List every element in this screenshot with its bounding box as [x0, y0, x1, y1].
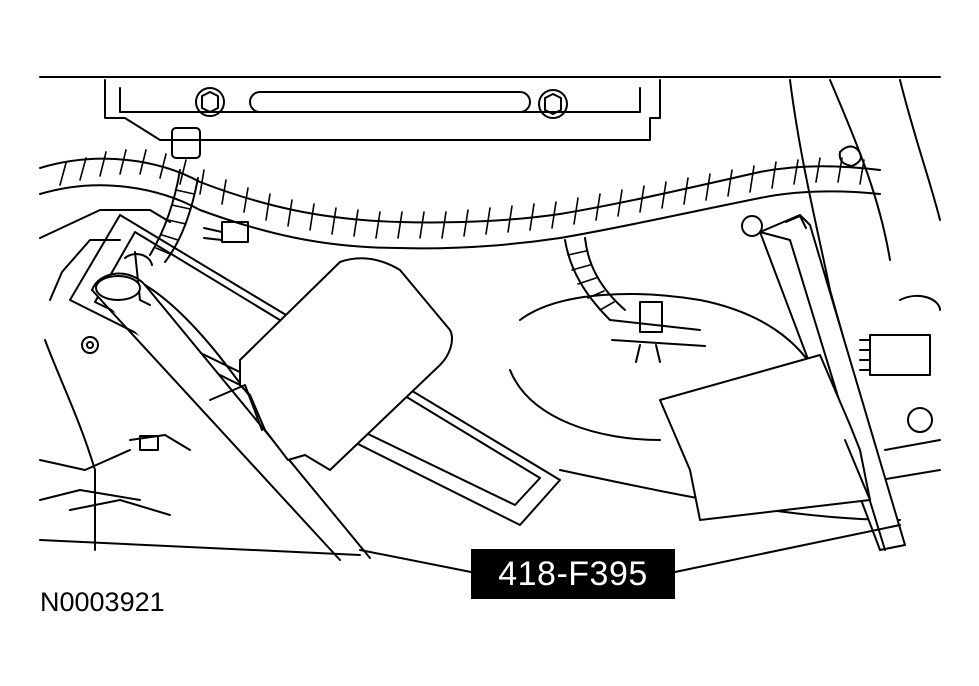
removal-tool-left — [91, 251, 453, 561]
callout-leader-left — [359, 549, 472, 573]
body-pillar — [789, 79, 941, 541]
bolt-head-left — [195, 87, 225, 117]
floor-contour — [519, 293, 821, 381]
tool-blade-right — [659, 354, 871, 521]
pillar-hole — [838, 145, 862, 167]
harness-clip — [639, 301, 663, 333]
right-connector — [859, 294, 941, 481]
harness-retainer — [741, 215, 763, 237]
tool-callout-label: 418-F395 — [471, 549, 675, 599]
callout-leader-right — [674, 524, 901, 573]
mounting-bracket — [104, 79, 661, 159]
housing-fastener — [81, 336, 99, 354]
bracket-slot — [249, 91, 531, 113]
bracket-tab — [171, 127, 201, 159]
removal-tool-right — [659, 214, 906, 551]
bolt-head-right — [538, 89, 568, 119]
tool-blade-left — [239, 257, 453, 471]
housing-left — [39, 209, 361, 556]
wiring-harness — [39, 149, 881, 363]
figure-number: N0003921 — [40, 587, 165, 617]
